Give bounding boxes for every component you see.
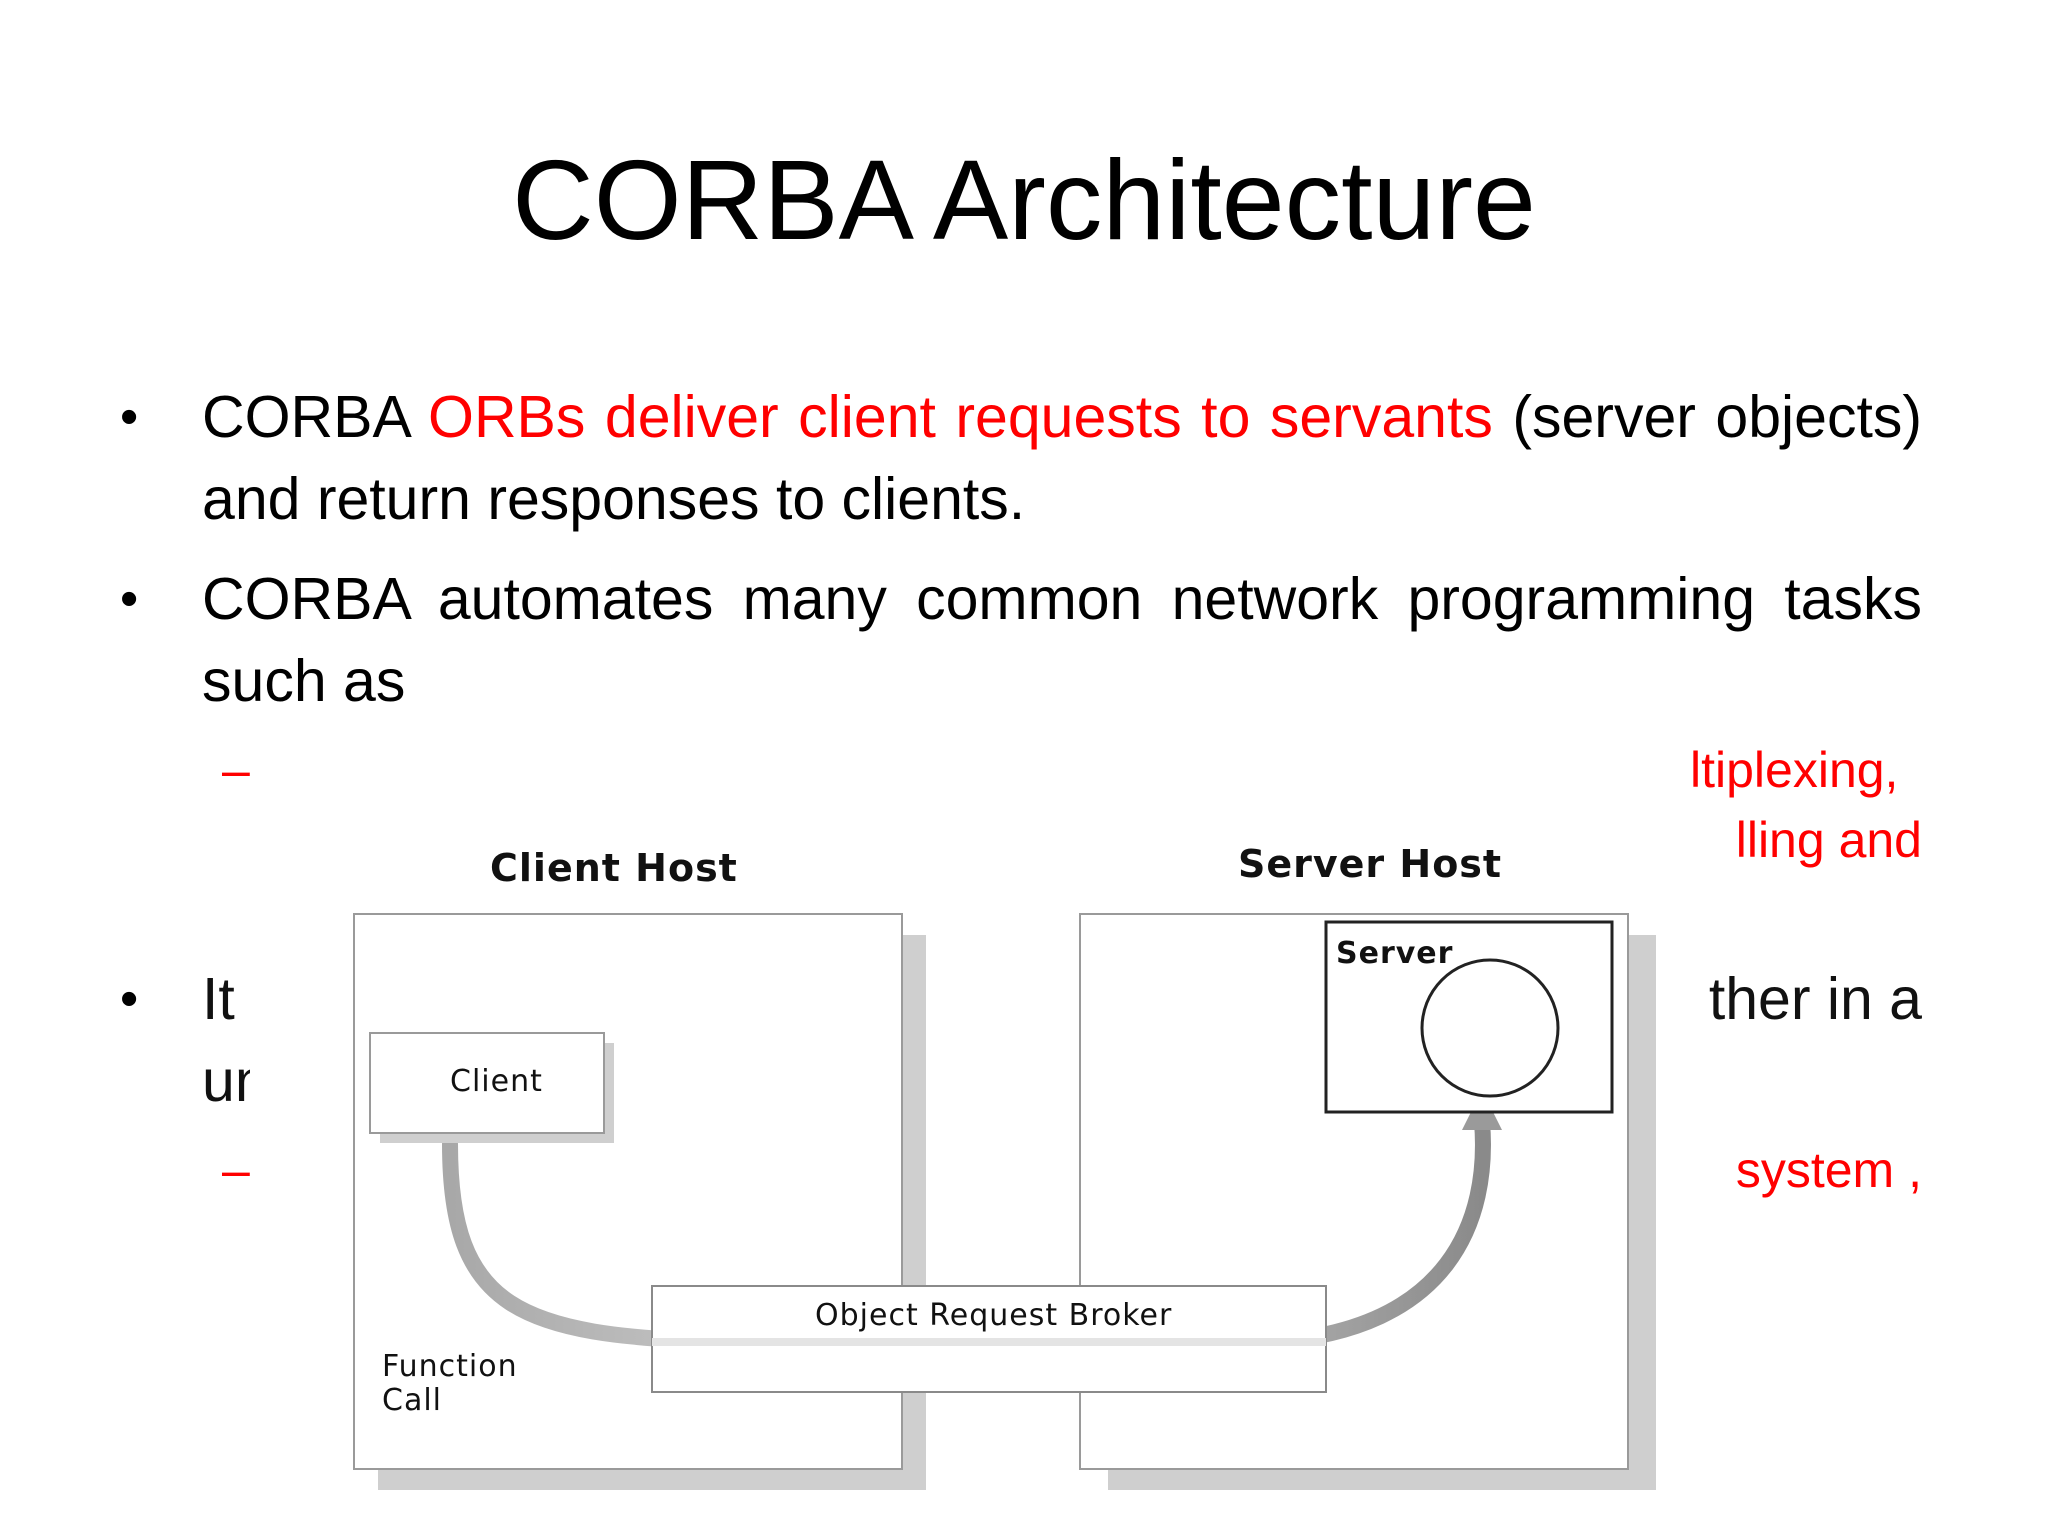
client-box xyxy=(369,1032,605,1134)
bullet-dot: • xyxy=(120,970,139,1028)
server-host-label: Server Host xyxy=(1238,842,1503,886)
bullet-1: CORBA ORBs deliver client requests to se… xyxy=(202,376,1922,540)
bullet-1-seg-1: CORBA xyxy=(202,384,429,450)
servant-circle xyxy=(1420,958,1560,1098)
diagram-graphics xyxy=(353,913,1656,1490)
bullet-2: CORBA automates many common network prog… xyxy=(202,566,1922,714)
sub-bullet-dash: – xyxy=(222,742,250,798)
bullet-dot: • xyxy=(120,570,139,628)
sub-bullet-fragment: lling and xyxy=(1735,812,1922,868)
client-host-label: Client Host xyxy=(490,846,738,890)
bullet-1-seg-2: ORBs deliver client requests to servants xyxy=(428,384,1493,450)
bullet-1-seg-3: (server objects) and return responses to… xyxy=(202,384,1922,532)
sub-bullet-fragment: ltiplexing, xyxy=(1690,742,1899,798)
server-label: Server xyxy=(1336,936,1454,971)
function-call-line-2: Call xyxy=(382,1383,443,1418)
bullet-3-fragment: ther in a xyxy=(1708,966,1922,1032)
bullet-dot: • xyxy=(120,388,139,446)
slide-title: CORBA Architecture xyxy=(512,137,1536,263)
sub-bullet-dash: – xyxy=(222,1142,250,1198)
corba-diagram: Client Host Server Host Client Server Ob… xyxy=(250,750,1670,1536)
function-call-line-1: Function xyxy=(382,1349,518,1384)
sub-bullet-fragment: system , xyxy=(1735,1142,1922,1198)
function-call-label: Function Call xyxy=(382,1350,518,1418)
orb-label: Object Request Broker xyxy=(815,1298,1173,1333)
client-label: Client xyxy=(450,1064,543,1099)
